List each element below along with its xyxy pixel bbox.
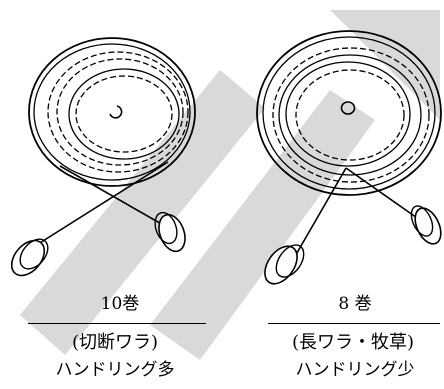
right-reel-drum-right	[410, 205, 442, 245]
right-reel-winding-2	[278, 54, 422, 176]
left-reel-drum-left	[10, 238, 49, 277]
left-reel-winding-2	[56, 58, 184, 166]
left-reel-winding-3	[68, 68, 180, 160]
right-caption-divider	[268, 323, 440, 324]
left-reel-outer-rim	[28, 37, 196, 187]
right-reel-winding-1	[272, 47, 430, 183]
right-reel-wire-1	[289, 167, 347, 266]
right-reel-wire-2	[345, 167, 421, 221]
left-reel-winding-1	[47, 51, 189, 173]
left-reel-inner-rim	[33, 43, 191, 181]
right-reel-winding-3	[285, 61, 411, 167]
left-reel-wire-1	[34, 161, 169, 247]
right-reel-hub	[340, 101, 356, 115]
right-reel-drum-left	[264, 244, 305, 285]
right-reel-count-label: 8 巻	[338, 294, 372, 314]
left-reel-winding-4	[75, 75, 173, 153]
right-reel-inner-rim	[262, 36, 436, 190]
left-reel-wire-2	[59, 165, 166, 227]
right-reel-outer-rim	[256, 30, 442, 196]
left-caption-divider	[28, 323, 206, 324]
right-reel	[256, 30, 442, 285]
left-reel-material-label: (切断ワラ)	[71, 332, 159, 353]
right-reel-handling-label: ハンドリング少	[295, 360, 415, 380]
left-reel-count-label: 10巻	[100, 294, 140, 314]
left-reel-drum-right	[154, 211, 186, 253]
left-reel-handling-label: ハンドリング多	[55, 360, 175, 380]
left-reel-hub	[109, 105, 123, 119]
right-reel-winding-4	[295, 69, 405, 161]
left-reel	[10, 37, 196, 277]
right-reel-material-label: (長ワラ・牧草)	[291, 332, 415, 353]
